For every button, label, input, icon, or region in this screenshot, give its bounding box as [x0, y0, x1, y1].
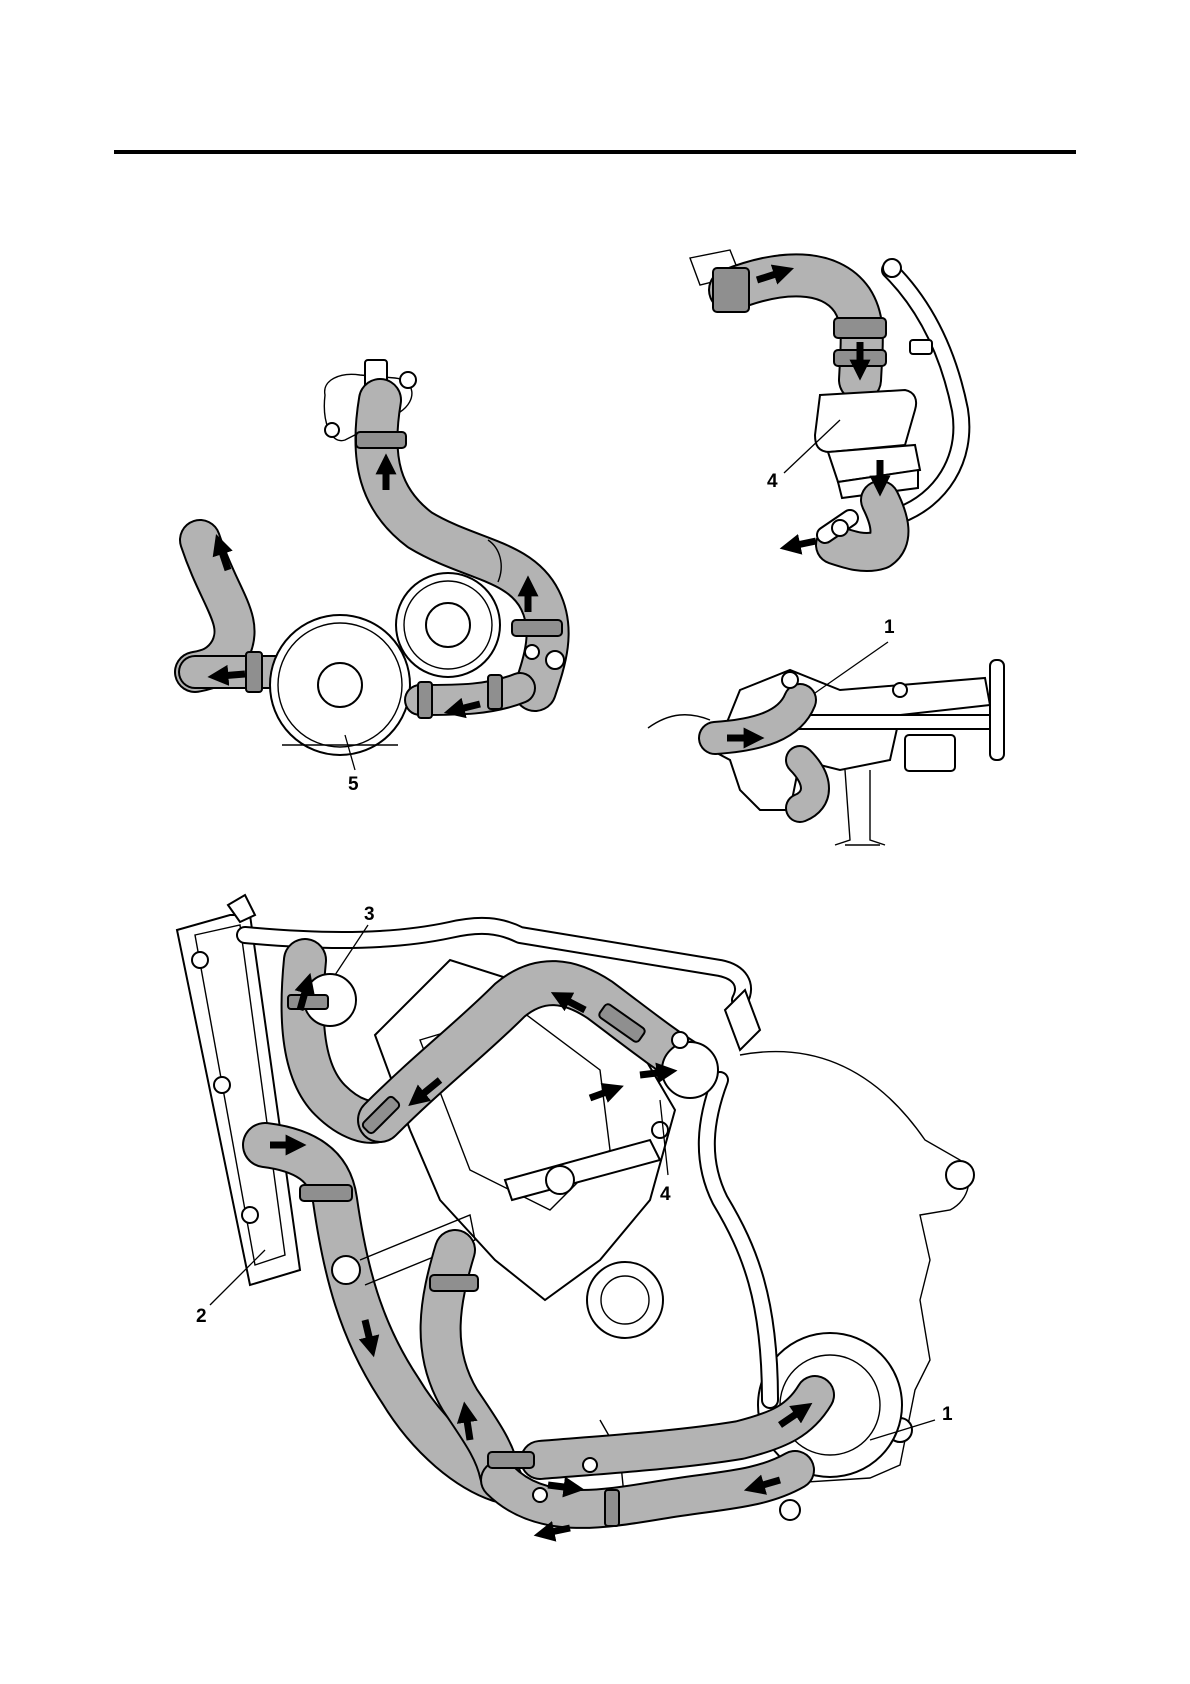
fitting-bolt-icon [672, 1032, 688, 1048]
hose-clamp [300, 1185, 352, 1201]
pump-drain-tube [835, 770, 885, 845]
pump-bolt-icon [782, 672, 798, 688]
flow-arrow-icon [792, 541, 816, 546]
hose-clamp [430, 1275, 478, 1291]
radiator-bolt-icon [214, 1077, 230, 1093]
pump-housing [815, 390, 916, 452]
fitting-bolt-icon [652, 1122, 668, 1138]
hose-clamp [488, 1452, 534, 1468]
fitting-bolt-icon [832, 520, 848, 536]
hose-cooler-inlet-fill [420, 688, 520, 700]
callout-label: 4 [767, 471, 778, 492]
bracket-bolt-icon [400, 372, 416, 388]
hose-clamp [605, 1490, 619, 1526]
pump-housing-small [662, 1042, 718, 1098]
upper-right-view: 4 [690, 250, 961, 552]
pipe-clamp [910, 340, 932, 354]
flow-arrow-icon [546, 1528, 570, 1533]
pump-outlet-hose-fill [800, 760, 815, 808]
flow-arrow-icon [640, 1072, 665, 1075]
engine-mount-icon [946, 1161, 974, 1189]
fitting-bolt-icon [583, 1458, 597, 1472]
middle-right-view: 1 [648, 617, 1004, 845]
radiator-bolt-icon [192, 952, 208, 968]
clamp-screw-icon [546, 651, 564, 669]
hose-clamp [713, 268, 749, 312]
fitting-bolt-icon [780, 1500, 800, 1520]
hose-clamp [288, 995, 328, 1009]
hose-clamp [834, 318, 886, 338]
radiator-bolt-icon [242, 1207, 258, 1223]
callout-label: 1 [884, 617, 895, 638]
pump-inlet-pipe [648, 715, 710, 728]
hose-clamp [418, 682, 432, 718]
fitting-bolt-icon [883, 259, 901, 277]
oil-cooler-center [318, 663, 362, 707]
hose-clamp [488, 675, 502, 709]
callout-label: 2 [196, 1306, 207, 1327]
pump-bolt-icon [893, 683, 907, 697]
flow-arrow-icon [466, 1414, 470, 1440]
oil-filter-center [426, 603, 470, 647]
radiator-mount-icon [332, 1256, 360, 1284]
callout-label: 5 [348, 774, 359, 795]
cylinder-bore-icon [546, 1166, 574, 1194]
flow-arrow-icon [220, 674, 245, 676]
callout-label: 4 [660, 1184, 671, 1205]
sensor-fitting [725, 990, 760, 1050]
main-engine-view: 3 2 4 1 [177, 895, 974, 1533]
cylinder-bore [587, 1262, 663, 1338]
upper-left-view: 5 [195, 360, 564, 795]
callout-label: 1 [942, 1404, 953, 1425]
flow-arrow-icon [548, 1485, 572, 1488]
hose-clamp [246, 652, 262, 692]
pump-shaft [800, 715, 990, 729]
pump-mount [905, 735, 955, 771]
callout-label: 3 [364, 904, 375, 925]
fitting-bolt-icon [533, 1488, 547, 1502]
bracket-bolt-icon [325, 423, 339, 437]
clamp-screw-icon [525, 645, 539, 659]
callout-leader [815, 642, 888, 693]
hose-clamp [512, 620, 562, 636]
hose-clamp [356, 432, 406, 448]
pump-impeller-icon [990, 660, 1004, 760]
